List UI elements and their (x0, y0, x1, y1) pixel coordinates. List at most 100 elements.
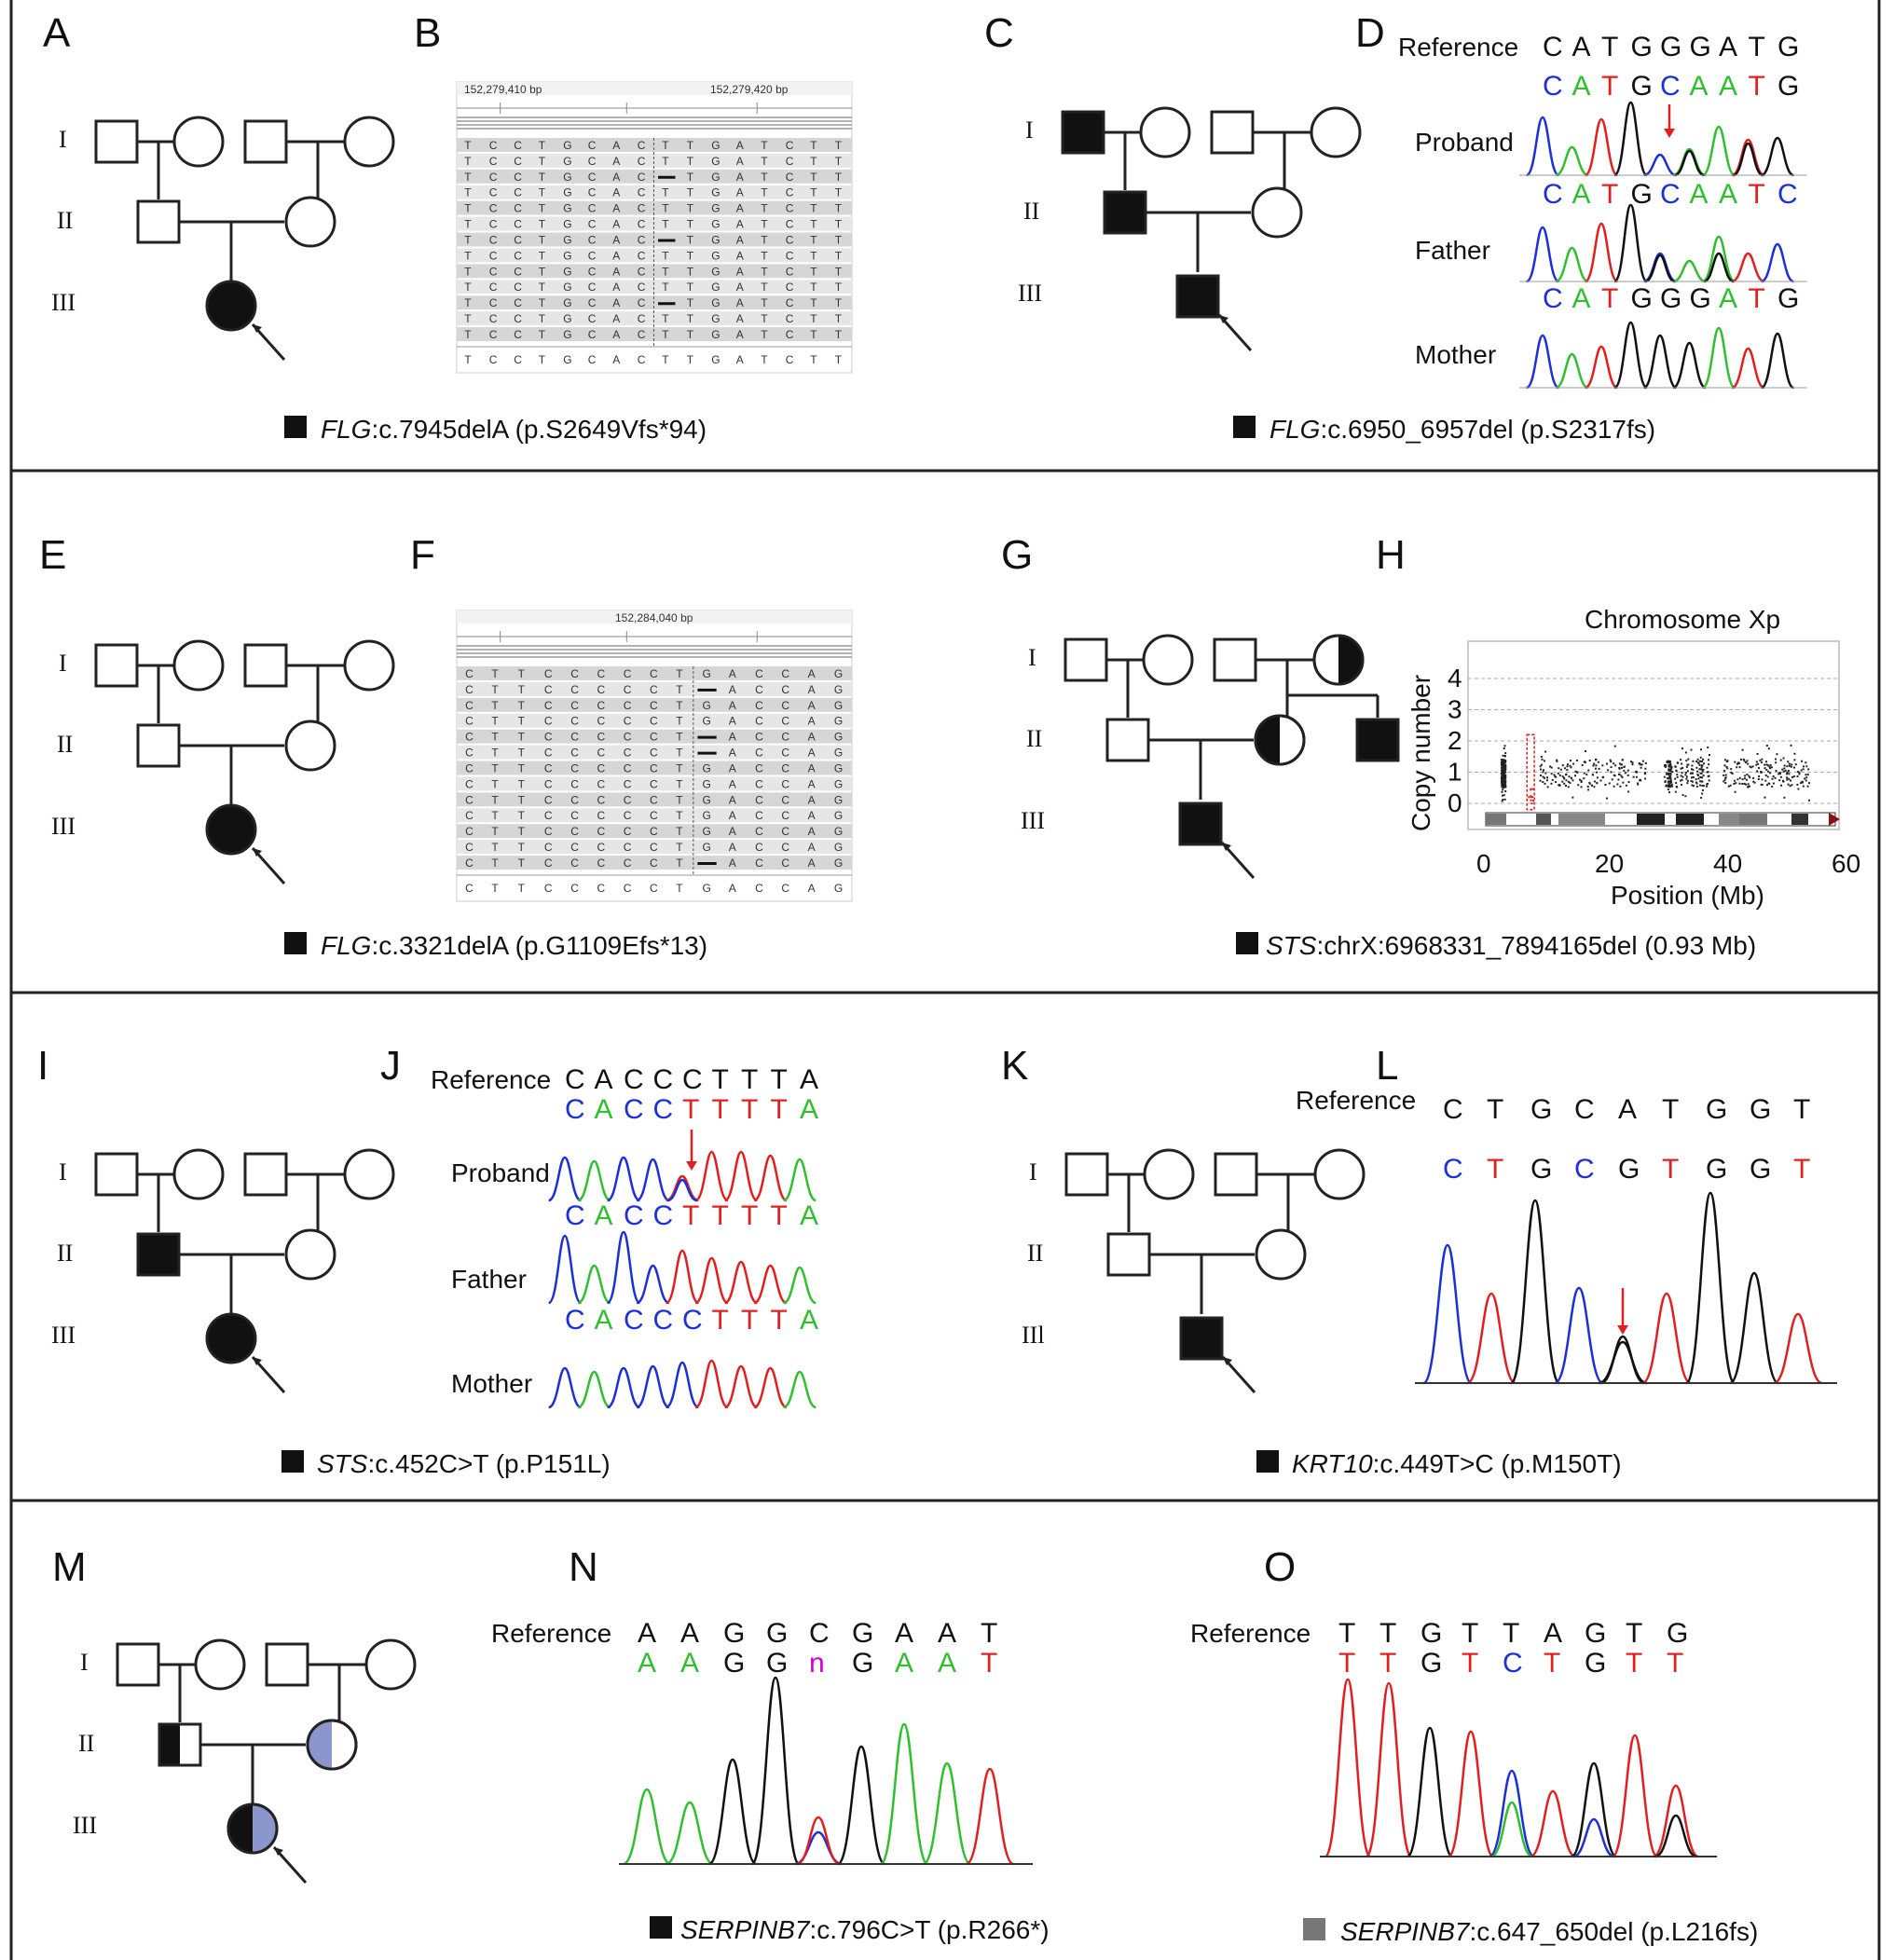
cnv-point (1544, 750, 1547, 753)
cnv-point (1610, 766, 1613, 769)
trace-proband-peak (577, 1159, 611, 1202)
igv-base: C (514, 296, 522, 309)
igv-base: G (563, 171, 571, 184)
trace-peak (1365, 1681, 1413, 1858)
cnv-point (1503, 798, 1506, 801)
cnv-ytick: 2 (1448, 726, 1462, 755)
igv-base: C (544, 699, 553, 712)
reference-base: C (1574, 1094, 1595, 1125)
cnv-point (1700, 766, 1703, 769)
igv-base: C (489, 202, 498, 215)
igv-base: T (464, 171, 472, 184)
igv-base: C (588, 202, 597, 215)
cnv-point (1500, 769, 1503, 772)
igv-base: T (464, 233, 472, 246)
sample-base-mother: G (1631, 283, 1653, 314)
igv-base: C (755, 841, 763, 854)
cnv-point (1802, 765, 1805, 768)
reference-base: T (741, 1064, 758, 1095)
cnv-point (1700, 772, 1703, 774)
igv-base: T (518, 715, 526, 728)
reference-base: A (1618, 1094, 1637, 1125)
cnv-point (1775, 758, 1777, 761)
cnv-point (1779, 759, 1782, 761)
cnv-point (1691, 764, 1694, 767)
igv-base: G (834, 683, 843, 696)
father-outline (158, 1722, 202, 1767)
cnv-point (1791, 763, 1793, 766)
cnv-point (1668, 764, 1670, 767)
cnv-point (1503, 764, 1505, 767)
caption-e-text: :c.3321delA (p.G1109Efs*13) (371, 931, 707, 960)
cnv-point (1587, 788, 1590, 791)
igv-base: C (650, 857, 658, 870)
cnv-point (1576, 771, 1579, 774)
cnv-point (1558, 784, 1561, 787)
igv-base: A (729, 793, 736, 806)
cnv-point (1687, 763, 1690, 766)
reference-base: A (638, 1618, 656, 1649)
igv-base: T (676, 857, 683, 870)
igv-base: G (703, 793, 711, 806)
sample-base-proband: A (1690, 71, 1709, 102)
cnv-point (1501, 774, 1503, 776)
cnv-point (1501, 783, 1503, 786)
proband-fill-right (253, 1804, 277, 1853)
igv-base: T (810, 186, 817, 199)
igv-base: C (624, 793, 632, 806)
cnv-point (1696, 770, 1699, 773)
grandfather-maternal (1214, 1152, 1258, 1197)
cnv-point (1644, 767, 1647, 770)
cnv-point (1613, 762, 1615, 765)
cnv-point (1502, 754, 1504, 757)
cnv-point (1770, 766, 1773, 769)
cnv-point (1584, 761, 1586, 763)
cnv-point (1701, 780, 1704, 783)
cnv-point (1724, 776, 1727, 779)
cnv-point (1575, 759, 1578, 761)
generation-label-i: I (59, 650, 67, 677)
cnv-point (1691, 772, 1694, 774)
igv-base: C (781, 777, 789, 790)
igv-base: G (703, 715, 711, 728)
cnv-point (1675, 770, 1678, 773)
igv-reference-base: C (638, 353, 646, 366)
cnv-point (1644, 761, 1647, 764)
trace-mother-peak (1701, 326, 1736, 390)
igv-base: T (687, 296, 694, 309)
igv-base: C (597, 747, 605, 760)
caption-n-text: :c.796C>T (p.R266*) (810, 1915, 1050, 1944)
reference-base: T (1379, 1618, 1396, 1649)
cnv-point (1544, 776, 1546, 779)
igv-base: T (687, 233, 694, 246)
cnv-point (1708, 763, 1710, 766)
cnv-point (1792, 775, 1795, 778)
trace-father-peak (1525, 226, 1560, 283)
igv-base: C (570, 809, 579, 822)
trace-father-peak (753, 1264, 788, 1305)
cnv-point (1707, 771, 1709, 774)
igv-read-12 (457, 856, 852, 870)
igv-base: C (570, 777, 579, 790)
cnv-point (1631, 761, 1634, 764)
igv-read-7 (457, 248, 852, 263)
igv-base: C (755, 809, 763, 822)
cnv-point (1503, 768, 1505, 771)
igv-base: G (703, 761, 711, 774)
igv-base: A (612, 312, 620, 325)
igv-base: C (624, 841, 632, 854)
cnv-point (1610, 771, 1613, 774)
sample-base: C (1574, 1154, 1595, 1185)
cnv-point (1617, 778, 1620, 781)
cnv-point (1619, 785, 1622, 788)
igv-base: A (729, 699, 736, 712)
igv-base: C (781, 747, 789, 760)
sample-base-mother: T (1749, 283, 1765, 314)
cnv-point (1702, 785, 1705, 788)
igv-reference-base: T (810, 353, 817, 366)
sample-base-father: T (682, 1200, 699, 1231)
trace-mother-peak (636, 1364, 670, 1409)
